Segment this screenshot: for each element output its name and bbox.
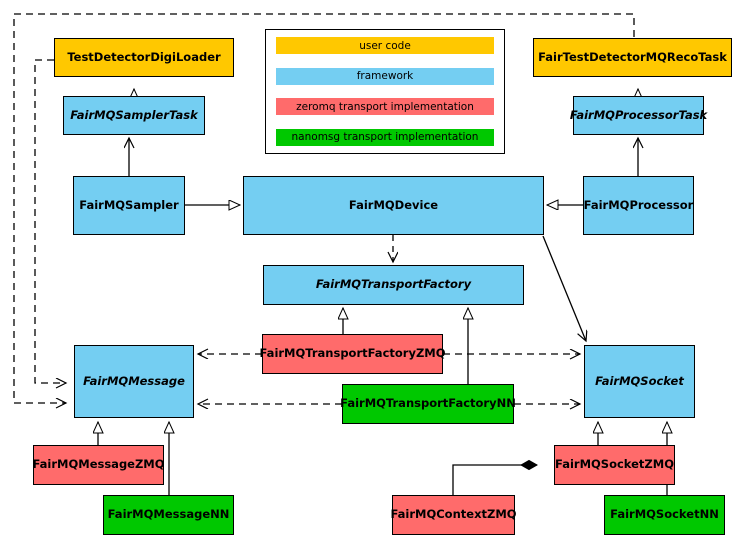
class-box-label: FairMQTransportFactory [315,277,472,292]
class-box-label: FairMQContextZMQ [390,507,517,522]
class-box-label: FairMQDevice [348,197,439,212]
legend-label-framework: framework [356,70,414,83]
class-box-FairMQProcessorTask[interactable]: FairMQProcessorTask [569,96,708,135]
legend-label-nanomsg: nanomsg transport implementation [291,131,479,144]
class-box-FairMQTransportFactory[interactable]: FairMQTransportFactory [263,265,524,305]
class-box-label: FairMQProcessor [583,197,694,212]
legend-label-user-code: user code [359,39,411,52]
edge-device-to-socket [542,235,586,341]
class-box-label: FairMQTransportFactoryZMQ [259,346,446,361]
class-box-FairMQSamplerTask[interactable]: FairMQSamplerTask [63,96,205,135]
class-box-label: FairMQMessageNN [107,507,230,522]
legend-item-user-code: user code [276,37,494,54]
legend-item-zeromq: zeromq transport implementation [276,98,494,116]
class-box-label: FairMQSamplerTask [70,107,198,122]
legend-item-framework: framework [276,67,494,85]
edge-contextzmq-to-socketzmq [452,465,537,495]
class-box-label: FairMQSocketZMQ [555,457,674,472]
class-box-label: FairMQMessageZMQ [32,457,165,472]
class-box-FairMQTransportFactoryZMQ[interactable]: FairMQTransportFactoryZMQ [259,334,446,374]
class-box-FairMQSocketZMQ[interactable]: FairMQSocketZMQ [554,445,675,485]
class-box-label: FairMQSocketNN [610,507,719,522]
class-box-label: FairTestDetectorMQRecoTask [538,49,727,64]
class-box-FairMQProcessor[interactable]: FairMQProcessor [583,176,694,235]
class-box-label: FairMQMessage [83,373,185,388]
class-box-FairMQTransportFactoryNN[interactable]: FairMQTransportFactoryNN [340,384,516,424]
class-box-FairMQMessageNN[interactable]: FairMQMessageNN [103,495,234,535]
class-box-label: FairMQTransportFactoryNN [340,396,516,411]
class-box-FairMQMessageZMQ[interactable]: FairMQMessageZMQ [32,445,165,485]
class-box-FairTestDetectorMQRecoTask[interactable]: FairTestDetectorMQRecoTask [533,38,732,77]
edge-digiloader-to-message [34,59,66,383]
class-box-FairMQSampler[interactable]: FairMQSampler [73,176,185,235]
class-box-FairMQContextZMQ[interactable]: FairMQContextZMQ [390,495,517,535]
legend-item-nanomsg: nanomsg transport implementation [276,128,494,146]
class-box-label: FairMQSocket [595,373,684,388]
class-box-FairMQMessage[interactable]: FairMQMessage [74,345,194,418]
class-box-label: FairMQProcessorTask [569,107,708,122]
class-box-TestDetectorDigiLoader[interactable]: TestDetectorDigiLoader [54,38,234,77]
class-box-label: FairMQSampler [79,197,179,212]
class-box-FairMQSocket[interactable]: FairMQSocket [584,345,695,418]
legend-panel: user code framework zeromq transport imp… [265,29,505,154]
class-box-FairMQSocketNN[interactable]: FairMQSocketNN [604,495,725,535]
class-box-label: TestDetectorDigiLoader [67,49,221,64]
class-box-FairMQDevice[interactable]: FairMQDevice [243,176,544,235]
legend-label-zeromq: zeromq transport implementation [296,100,474,113]
